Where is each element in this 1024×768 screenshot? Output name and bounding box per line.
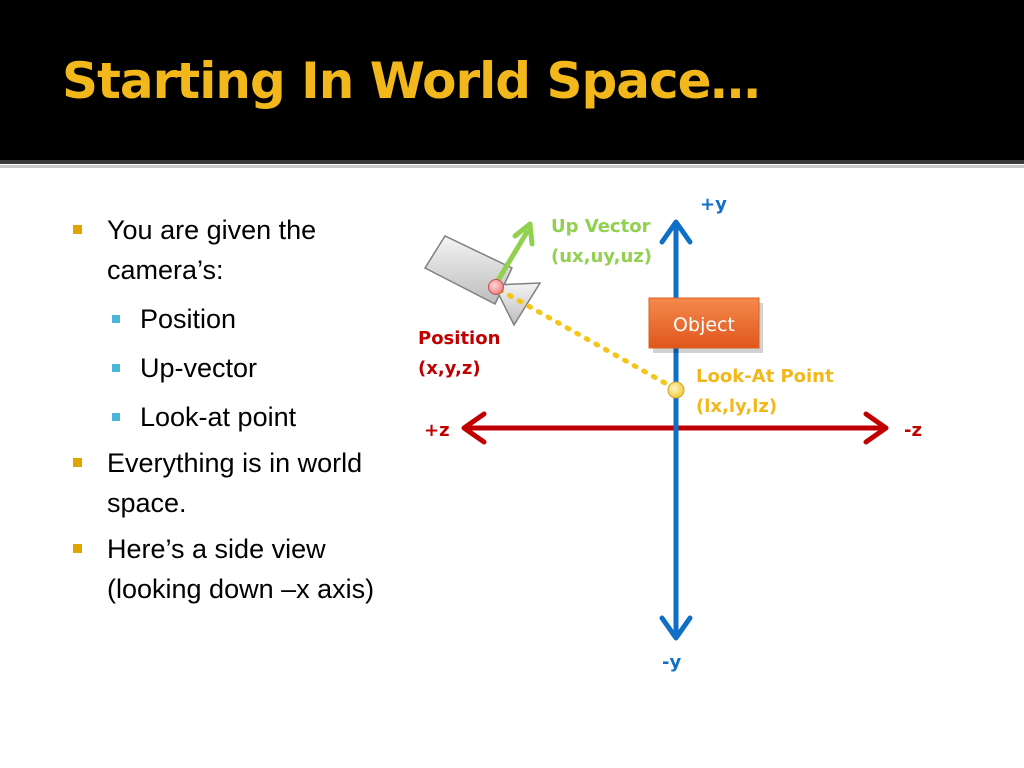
title-divider-light <box>0 165 1024 168</box>
title-divider <box>0 160 1024 164</box>
position-point <box>488 279 504 295</box>
slide-title: Starting In World Space… <box>62 52 761 110</box>
camera-icon <box>423 235 542 327</box>
look-at-point <box>667 381 685 399</box>
bullet-list: You are given the camera’s: Position Up-… <box>72 210 392 609</box>
plus-y-label: +y <box>700 194 727 215</box>
up-vector-title: Up Vector <box>551 216 651 237</box>
bullet-world-space: Everything is in world space. <box>72 443 392 523</box>
position-coords: (x,y,z) <box>418 358 481 379</box>
plus-z-label: +z <box>424 420 450 441</box>
up-vector-arrow <box>494 221 535 285</box>
look-at-coords: (lx,ly,lz) <box>696 396 777 417</box>
minus-y-label: -y <box>662 652 681 673</box>
bullet-camera-given: You are given the camera’s: <box>72 210 392 290</box>
y-axis <box>659 219 693 641</box>
sub-bullet-look-at: Look-at point <box>72 397 392 437</box>
bullet-side-view: Here’s a side view (looking down –x axis… <box>72 529 392 609</box>
minus-z-label: -z <box>904 420 922 441</box>
object-label: Object <box>673 314 735 336</box>
title-bar <box>0 0 1024 160</box>
up-vector-coords: (ux,uy,uz) <box>551 246 652 267</box>
sub-bullet-up-vector: Up-vector <box>72 348 392 388</box>
look-direction-line <box>497 287 675 390</box>
object-box: Object <box>648 297 763 353</box>
sub-bullet-position: Position <box>72 299 392 339</box>
look-at-title: Look-At Point <box>696 366 834 387</box>
position-title: Position <box>418 328 500 349</box>
